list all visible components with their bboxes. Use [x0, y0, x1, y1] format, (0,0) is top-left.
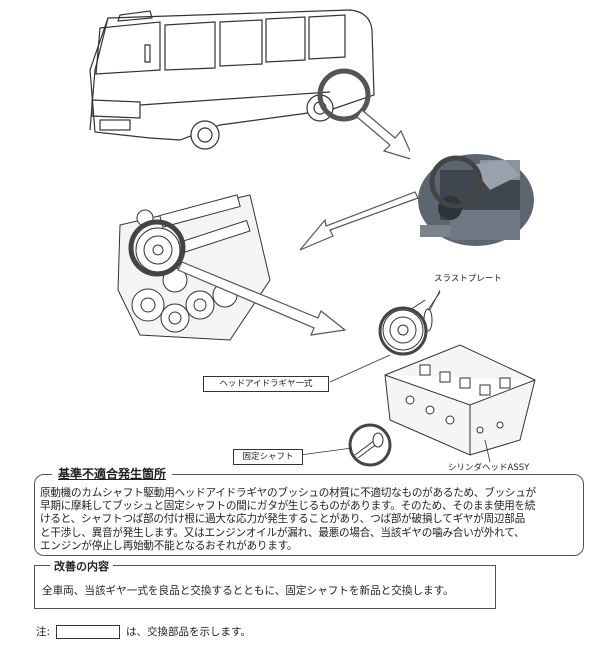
- idler-gear-highlight-circle: [378, 306, 428, 356]
- footnote-prefix: 注:: [36, 626, 51, 638]
- defect-line: 原動機のカムシャフト駆動用ヘッドアイドラギヤのブッシュの材質に不適切なものがある…: [40, 487, 536, 499]
- label-cylinder-head: シリンダヘッドASSY: [448, 463, 530, 473]
- label-fixed-shaft: 固定シャフト: [233, 449, 303, 465]
- label-head-idler-gear: ヘッドアイドラギヤ一式: [203, 376, 329, 392]
- improvement-section-title: 改善の内容: [50, 558, 113, 574]
- cylinder-head-drawing: [384, 344, 536, 456]
- fixed-shaft-drawing: [354, 432, 384, 459]
- defect-line: エンジンが停止し再始動不能となるおそれがあります。: [40, 539, 298, 552]
- arrow-gears-to-parts: [177, 261, 347, 336]
- defect-line: けると、シャフトつば部の付け根に過大な応力が発生することがあり、つば部が破損して…: [40, 513, 525, 526]
- replacement-part-legend-box: [56, 624, 121, 639]
- gear-highlight-circle: [128, 219, 186, 277]
- defect-description: 原動機のカムシャフト駆動用ヘッドアイドラギヤのブッシュの材質に不適切なものがある…: [40, 487, 568, 553]
- arrow-bus-to-engine: [356, 109, 416, 161]
- label-thrust-plate: スラストプレート: [434, 274, 502, 284]
- defect-line: 早期に摩耗してブッシュと固定シャフトの間にガタが生じるものがあります。そのため、…: [40, 500, 536, 513]
- fixed-shaft-highlight-circle: [348, 423, 392, 467]
- arrow-engine-to-gears: [299, 191, 419, 251]
- bus-highlight-circle: [317, 68, 371, 122]
- defect-section-frame: [34, 474, 584, 556]
- improvement-section-frame: [34, 565, 496, 609]
- idler-gear-drawing: [382, 291, 441, 351]
- improvement-description: 全車両、当該ギヤ一式を良品と交換するとともに、固定シャフトを新品と交換します。: [42, 585, 454, 597]
- defect-section-title: 基準不適合発生箇所: [52, 465, 173, 482]
- recall-illustration: [89, 9, 536, 467]
- defect-line: と干渉し、異音が発生します。又はエンジンオイルが漏れ、最悪の場合、当該ギヤの噛み…: [40, 526, 525, 539]
- bus-drawing: [89, 9, 375, 150]
- footnote-text: は、交換部品を示します。: [126, 626, 251, 638]
- footnote: 注: は、交換部品を示します。: [36, 624, 251, 639]
- engine-highlight-circle: [429, 155, 483, 209]
